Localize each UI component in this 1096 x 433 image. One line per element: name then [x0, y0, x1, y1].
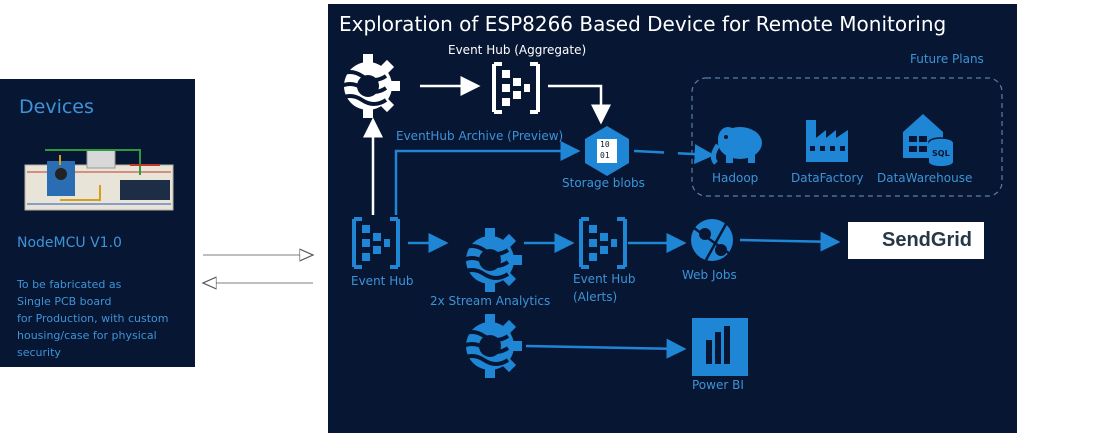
- devices-title: Devices: [19, 96, 94, 118]
- device-note-line-1: To be fabricated as: [17, 278, 122, 291]
- main-title: Exploration of ESP8266 Based Device for …: [339, 12, 947, 36]
- stream-analytics-top-icon: [336, 54, 400, 118]
- hadoop-icon: [710, 127, 762, 165]
- sendgrid-box: SendGrid: [848, 222, 984, 259]
- device-note-line-5: security: [17, 346, 61, 359]
- storage-blobs-label: Storage blobs: [562, 176, 645, 190]
- device-note-line-3: for Production, with custom: [17, 312, 169, 325]
- eventhub-archive-label: EventHub Archive (Preview): [396, 129, 564, 143]
- archive-arrow: [394, 141, 581, 215]
- device-note-line-2: Single PCB board: [17, 295, 112, 308]
- devices-panel: [0, 79, 195, 367]
- event-hub-aggregate-label: Event Hub (Aggregate): [448, 43, 587, 57]
- power-bi-icon: [692, 318, 748, 376]
- main-panel: [328, 4, 1017, 433]
- power-bi-label: Power BI: [692, 378, 744, 392]
- storage-bits-1: 10: [600, 140, 610, 149]
- sendgrid-label: SendGrid: [881, 229, 972, 251]
- stream-analytics-label: 2x Stream Analytics: [430, 294, 551, 308]
- event-hub-label: Event Hub: [351, 274, 414, 288]
- event-hub-aggregate-icon: [492, 62, 540, 114]
- device-name: NodeMCU V1.0: [17, 235, 122, 251]
- hadoop-label: Hadoop: [712, 171, 759, 185]
- webjobs-to-sendgrid-arrow: [739, 231, 841, 252]
- data-warehouse-icon: [903, 114, 954, 166]
- data-factory-icon: [806, 120, 848, 162]
- storage-bits-2: 01: [600, 151, 610, 160]
- bottom-sa-to-powerbi-arrow: [525, 338, 687, 359]
- sql-badge: SQL: [932, 149, 950, 158]
- device-note-line-4: housing/case for physical: [17, 329, 157, 342]
- data-warehouse-label: DataWarehouse: [877, 171, 973, 185]
- web-jobs-icon: [691, 219, 733, 261]
- event-hub-alerts-label-2: (Alerts): [573, 290, 618, 304]
- aggregate-to-storage-arrow: [548, 84, 611, 125]
- event-hub-alerts-icon: [579, 217, 627, 269]
- data-factory-label: DataFactory: [791, 171, 864, 185]
- web-jobs-label: Web Jobs: [682, 268, 737, 282]
- event-hub-alerts-label-1: Event Hub: [573, 272, 636, 286]
- storage-to-future-arrow: [633, 144, 715, 165]
- stream-analytics-middle-icon: [458, 228, 522, 292]
- future-plans-label: Future Plans: [910, 52, 984, 66]
- storage-blobs-icon: [585, 126, 629, 176]
- stream-analytics-bottom-icon: [458, 314, 522, 378]
- event-hub-icon: [352, 217, 400, 269]
